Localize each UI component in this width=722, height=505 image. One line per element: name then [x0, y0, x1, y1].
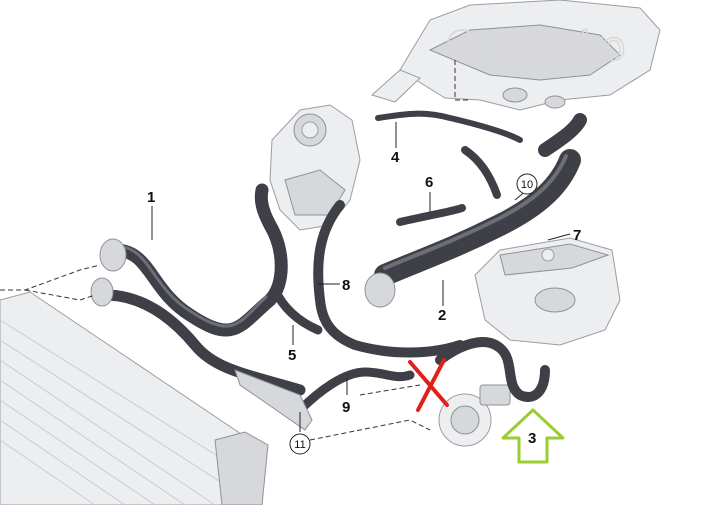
expansion-tank	[474, 237, 621, 346]
turbo-housing	[269, 104, 361, 231]
hose-1b	[90, 277, 306, 396]
callout-4: 4	[391, 149, 400, 166]
callout-11: 11	[294, 439, 305, 451]
highlight-arrow	[501, 408, 565, 464]
hose-5	[270, 285, 323, 335]
hose-1	[99, 183, 288, 337]
callout-2: 2	[438, 307, 446, 324]
callout-6: 6	[425, 174, 433, 191]
hose-10	[461, 146, 501, 199]
hose-9	[295, 367, 415, 415]
hose-11-bracket	[234, 369, 313, 431]
aux-water-pump	[438, 384, 511, 447]
callout-8: 8	[342, 277, 350, 294]
cross-mark	[408, 358, 449, 412]
hose-3	[435, 337, 550, 402]
hose-8	[313, 200, 465, 358]
watermark: Ovoko	[447, 23, 627, 71]
callout-11-circle: 11	[289, 433, 311, 455]
callout-10: 10	[521, 179, 533, 191]
intake-manifold	[371, 0, 661, 111]
watermark-text: Ovoko	[500, 24, 626, 70]
hose-4	[375, 110, 523, 143]
hose-2	[364, 113, 587, 308]
hose-6	[396, 204, 466, 226]
callout-3: 3	[528, 430, 536, 447]
callout-5: 5	[288, 347, 296, 364]
callout-1: 1	[147, 189, 155, 206]
radiator	[0, 291, 269, 505]
callout-10-circle: 10	[516, 173, 538, 195]
callout-7: 7	[573, 227, 581, 244]
callout-9: 9	[342, 399, 350, 416]
connection-lines	[0, 60, 470, 441]
